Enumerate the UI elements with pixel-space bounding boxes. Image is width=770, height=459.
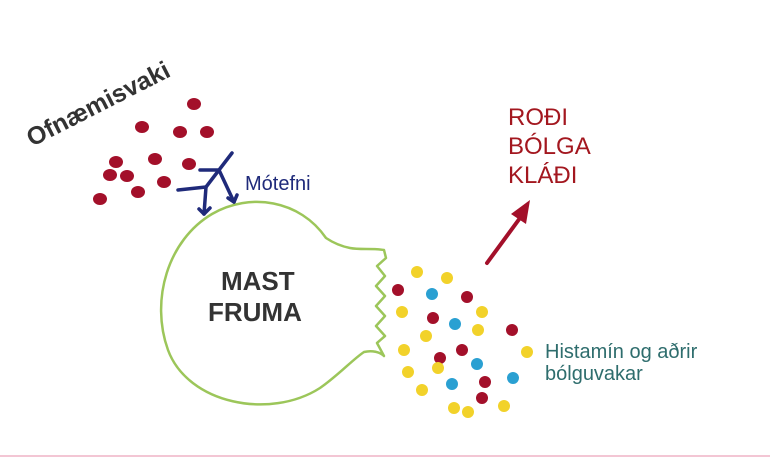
mediator-dot-yellow [472,324,484,336]
mediator-dot-yellow [441,272,453,284]
mediator-dot-red [392,284,404,296]
effect-label-1: ROÐI [508,104,568,131]
cell-label-line1: MAST [221,266,295,296]
allergen-dot [148,153,162,165]
mediator-dot-yellow [416,384,428,396]
arrow-icon [485,200,530,265]
mediator-dot-red [476,392,488,404]
mast-cell-outline [159,200,388,406]
antibodies [176,151,239,216]
allergen-dot [135,121,149,133]
antibody-label: Mótefni [245,173,311,195]
mediator-dot-red [456,344,468,356]
allergen-dot [173,126,187,138]
mediator-dot-blue [471,358,483,370]
allergen-dot [103,169,117,181]
mediator-dot-blue [449,318,461,330]
mediator-dot-yellow [521,346,533,358]
mediator-dot-yellow [462,406,474,418]
mediator-dot-yellow [432,362,444,374]
mediator-dot-red [434,352,446,364]
effect-label-2: BÓLGA [508,133,591,160]
mediator-label-line1: Histamín og aðrir [545,341,698,363]
mediator-particles [392,266,533,418]
mediator-dot-yellow [396,306,408,318]
cell-label-line2: FRUMA [208,297,302,327]
mediator-dot-red [506,324,518,336]
effect-label-3: KLÁÐI [508,162,577,189]
mediator-dot-blue [426,288,438,300]
mediator-dot-yellow [420,330,432,342]
allergen-label: Ofnæmisvaki [22,56,175,152]
mediator-dot-red [461,291,473,303]
mediator-dot-yellow [411,266,423,278]
mediator-dot-yellow [402,366,414,378]
mediator-dot-blue [446,378,458,390]
mediator-dot-yellow [476,306,488,318]
mediator-dot-yellow [498,400,510,412]
allergen-dot [182,158,196,170]
mediator-dot-yellow [398,344,410,356]
antibody-icon-2 [198,151,239,204]
mediator-dot-yellow [448,402,460,414]
allergen-dot [109,156,123,168]
allergen-dot [157,176,171,188]
allergen-dot [93,193,107,205]
allergen-particles [93,98,214,205]
allergen-dot [120,170,134,182]
mediator-label-line2: bólguvakar [545,363,643,385]
mediator-dot-blue [507,372,519,384]
allergen-dot [200,126,214,138]
allergen-dot [131,186,145,198]
mediator-dot-red [427,312,439,324]
allergen-dot [187,98,201,110]
antibody-icon-1 [176,168,221,216]
mediator-dot-red [479,376,491,388]
